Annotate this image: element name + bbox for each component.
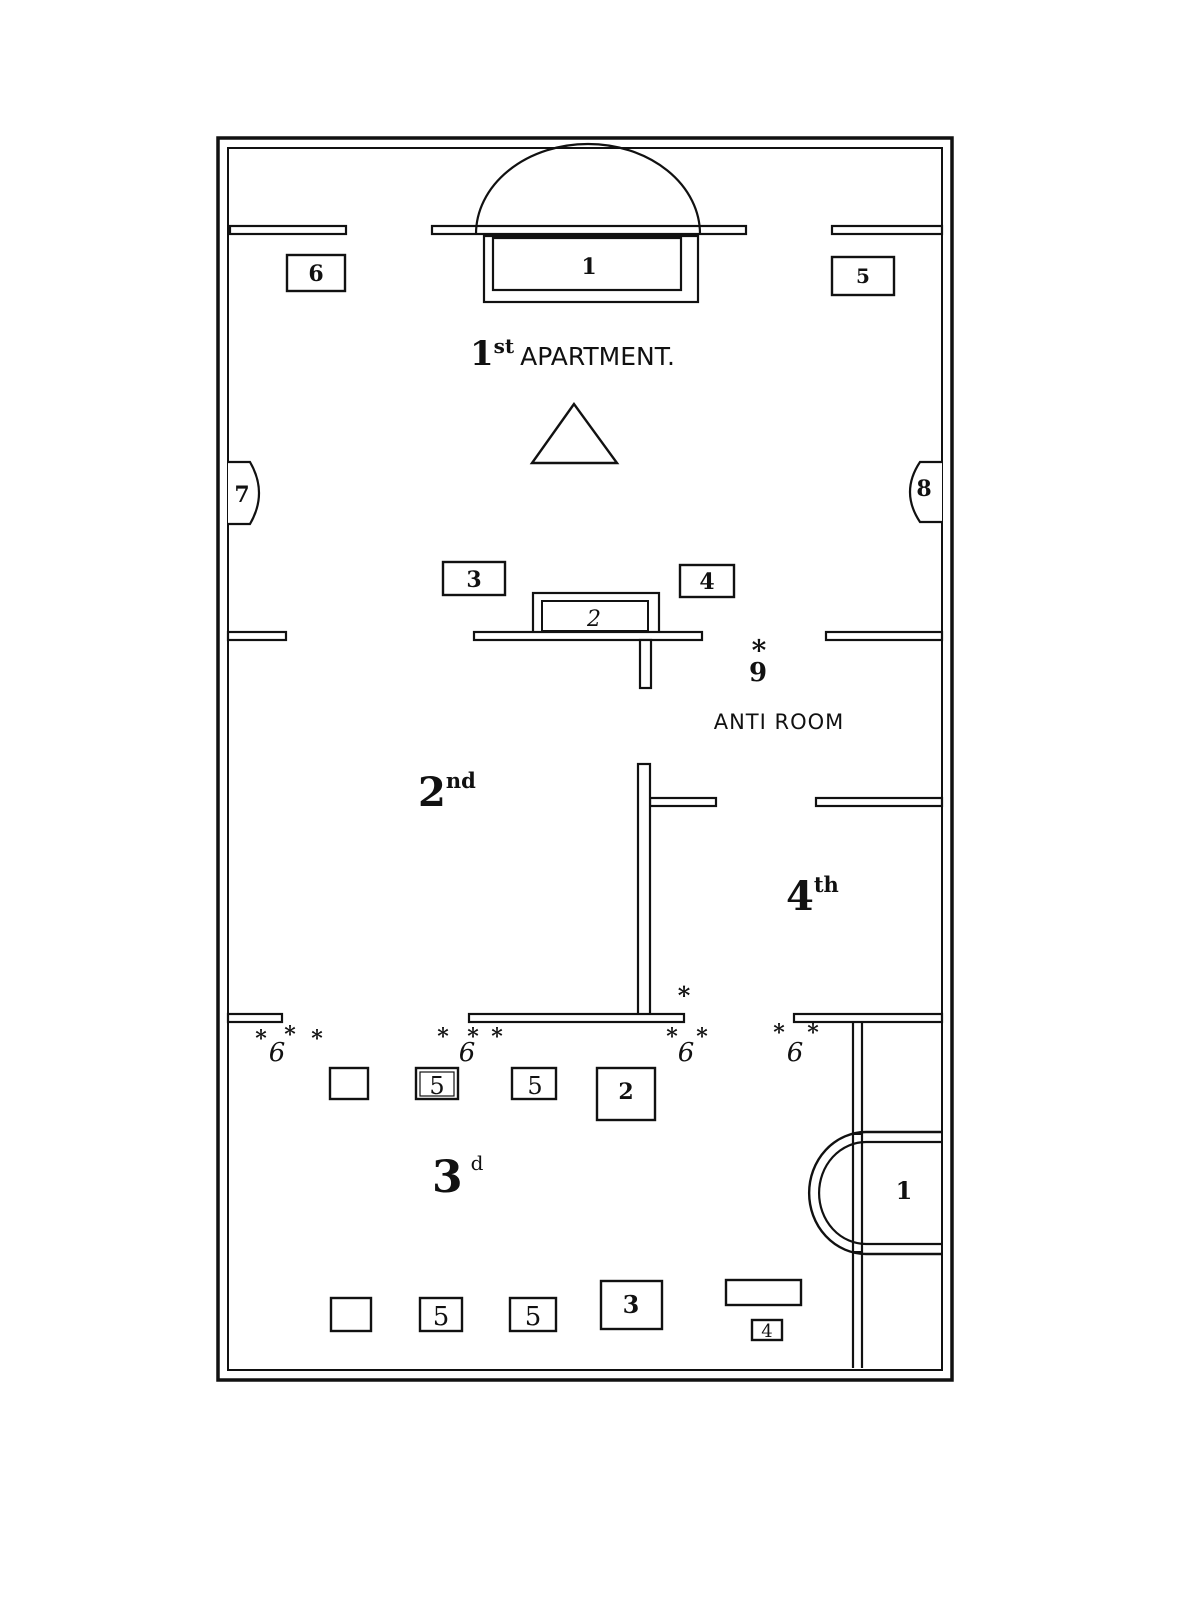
star-marker: * bbox=[467, 1024, 479, 1050]
box-4-lower bbox=[750, 1318, 784, 1342]
partition-wall bbox=[792, 1012, 944, 1024]
box-5-upper-a-number: 5 bbox=[429, 1072, 444, 1100]
star-marker: * bbox=[255, 1026, 267, 1052]
star-marker: * bbox=[678, 981, 691, 1010]
stations-row: * * * 6 * * * 6 * * 6 * * 6 * bbox=[255, 981, 819, 1068]
star-marker: * bbox=[807, 1020, 819, 1046]
star-marker: * bbox=[666, 1024, 678, 1050]
box-3-mid bbox=[441, 560, 507, 597]
anti-room-star: * bbox=[752, 634, 767, 667]
box-4-lower-number: 4 bbox=[761, 1321, 772, 1342]
box-5-lower-b bbox=[508, 1296, 558, 1333]
fourth-apartment-label: 4th bbox=[786, 872, 839, 920]
triangle-symbol bbox=[529, 401, 620, 465]
first-apartment-word: APARTMENT. bbox=[520, 342, 675, 371]
star-marker: * bbox=[311, 1026, 323, 1052]
altar-1-outer bbox=[482, 234, 700, 304]
niche-8 bbox=[909, 460, 942, 524]
star-marker: * bbox=[437, 1024, 449, 1050]
third-ordinal-suffix: d bbox=[471, 1151, 484, 1175]
anti-room: * 9 ANTI ROOM bbox=[648, 634, 944, 808]
box-5-upper-a bbox=[414, 1066, 460, 1101]
third-ordinal: 3 bbox=[432, 1152, 463, 1203]
box-5-upper-b bbox=[510, 1066, 558, 1101]
fourth-ordinal: 4 bbox=[786, 873, 814, 920]
box-5-lower-b-number: 5 bbox=[525, 1302, 542, 1332]
box-5-top bbox=[830, 255, 896, 297]
partition-wall bbox=[830, 224, 944, 236]
outer-wall bbox=[216, 136, 954, 1382]
altar-1-number: 1 bbox=[581, 254, 596, 280]
fourth-ordinal-suffix: th bbox=[814, 872, 839, 897]
box-3-number: 3 bbox=[466, 567, 481, 593]
altar-2-number: 2 bbox=[586, 607, 601, 632]
box-empty-upper bbox=[328, 1066, 370, 1101]
star-marker: * bbox=[773, 1020, 785, 1046]
alcove-1-inner bbox=[818, 1140, 942, 1246]
apse-arch bbox=[474, 142, 702, 235]
station-6-b: 6 bbox=[459, 1038, 476, 1068]
bench-4 bbox=[724, 1278, 803, 1307]
box-5-lower-a-number: 5 bbox=[433, 1302, 450, 1332]
partition-wall bbox=[824, 630, 944, 642]
box-5-number: 5 bbox=[856, 264, 870, 288]
partition-wall bbox=[648, 796, 718, 808]
box-4-mid bbox=[678, 563, 736, 599]
box-4-number: 4 bbox=[699, 569, 714, 595]
star-marker: * bbox=[491, 1024, 503, 1050]
partition-wall bbox=[467, 1012, 686, 1024]
anti-room-label: ANTI ROOM bbox=[714, 710, 845, 734]
first-apartment-ordinal-suffix: st bbox=[494, 334, 515, 358]
box-empty-lower bbox=[329, 1296, 373, 1333]
second-ordinal: 2 bbox=[418, 769, 446, 816]
station-6-c: 6 bbox=[678, 1038, 695, 1068]
anti-room-marker-9: 9 bbox=[749, 658, 767, 688]
partition-wall bbox=[638, 638, 653, 690]
box-2-lower-number: 2 bbox=[618, 1079, 633, 1105]
first-apartment-ordinal: 1 bbox=[470, 334, 494, 374]
alcove-1-outer bbox=[807, 1130, 942, 1256]
box-5-lower-a bbox=[418, 1296, 464, 1333]
partition-wall bbox=[228, 224, 348, 236]
star-marker: * bbox=[284, 1022, 296, 1048]
niche-7 bbox=[228, 460, 260, 526]
box-6-top bbox=[285, 253, 347, 293]
second-ordinal-suffix: nd bbox=[446, 768, 476, 793]
partition-wall bbox=[226, 1012, 284, 1024]
lower-partitions bbox=[226, 1012, 944, 1024]
box-3-lower-number: 3 bbox=[623, 1290, 640, 1319]
box-5-upper-b-number: 5 bbox=[527, 1072, 542, 1100]
box-3-lower bbox=[599, 1279, 664, 1331]
star-marker: * bbox=[696, 1024, 708, 1050]
niche-7-number: 7 bbox=[234, 482, 249, 508]
box-6-number: 6 bbox=[308, 261, 323, 287]
station-6-d: 6 bbox=[787, 1038, 804, 1068]
central-partition bbox=[636, 762, 652, 1022]
station-6-a: 6 bbox=[269, 1038, 286, 1068]
partition-wall bbox=[226, 630, 288, 642]
altar-1-inner bbox=[491, 236, 683, 292]
second-apartment-label: 2nd bbox=[418, 768, 476, 816]
partition-wall bbox=[814, 796, 944, 808]
alcove-1-number: 1 bbox=[896, 1176, 913, 1205]
partition-wall bbox=[430, 224, 748, 236]
niche-8-number: 8 bbox=[916, 476, 931, 502]
box-2-lower bbox=[595, 1066, 657, 1122]
partition-wall bbox=[472, 630, 704, 642]
